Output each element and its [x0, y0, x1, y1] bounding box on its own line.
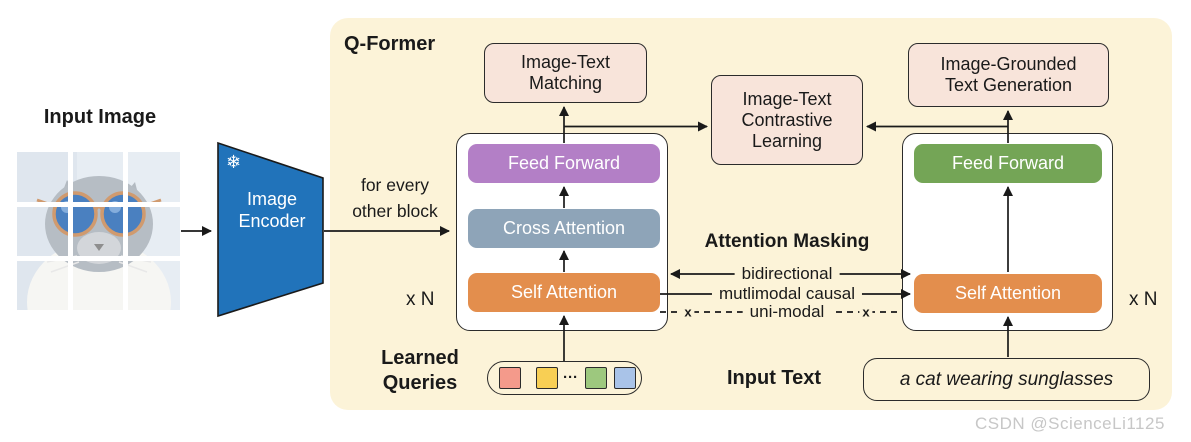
right-repeat-label: x N: [1129, 289, 1158, 310]
input-text-pill: a cat wearing sunglasses: [863, 358, 1150, 401]
cat-photo-graphic: [17, 152, 180, 364]
left-repeat-label: x N: [406, 289, 435, 310]
query-token-yellow: [536, 367, 558, 389]
image-grounded-generation-box: Image-Grounded Text Generation: [908, 43, 1109, 107]
learned-queries-label: Learned Queries: [381, 347, 459, 394]
query-token-green: [585, 367, 607, 389]
learned-queries-pill: [487, 361, 642, 395]
blocked-x-mark-right: x: [859, 304, 873, 320]
query-token-red: [499, 367, 521, 389]
input-text-label: Input Text: [727, 367, 822, 389]
left-feed-forward-box: Feed Forward: [468, 144, 660, 183]
for-every-other-block-label: for every other block: [352, 175, 438, 221]
input-image-photo: [17, 152, 180, 364]
snowflake-icon: ❄: [226, 152, 242, 172]
left-self-attention-box: Self Attention: [468, 273, 660, 312]
bidirectional-mask-label: bidirectional: [734, 265, 840, 283]
query-ellipsis: ···: [563, 369, 578, 386]
right-feed-forward-box: Feed Forward: [914, 144, 1102, 183]
watermark: CSDN @ScienceLi1125: [975, 414, 1165, 433]
input-image-label: Input Image: [43, 106, 157, 128]
input-text-value: a cat wearing sunglasses: [899, 368, 1114, 390]
attention-masking-title: Attention Masking: [704, 231, 870, 252]
image-encoder-trapezoid: [217, 141, 324, 318]
image-encoder-shape: [217, 141, 324, 318]
blocked-x-mark-left: x: [681, 304, 695, 320]
image-text-matching-box: Image-Text Matching: [484, 43, 647, 103]
image-encoder-label: Image Encoder: [238, 189, 306, 231]
multimodal-causal-mask-label: mutlimodal causal: [711, 285, 863, 303]
cross-attention-box: Cross Attention: [468, 209, 660, 248]
unimodal-mask-label: uni-modal: [742, 303, 832, 321]
right-self-attention-box: Self Attention: [914, 274, 1102, 313]
qformer-title: Q-Former: [344, 33, 436, 55]
query-token-blue: [614, 367, 636, 389]
image-text-contrastive-box: Image-Text Contrastive Learning: [711, 75, 863, 165]
